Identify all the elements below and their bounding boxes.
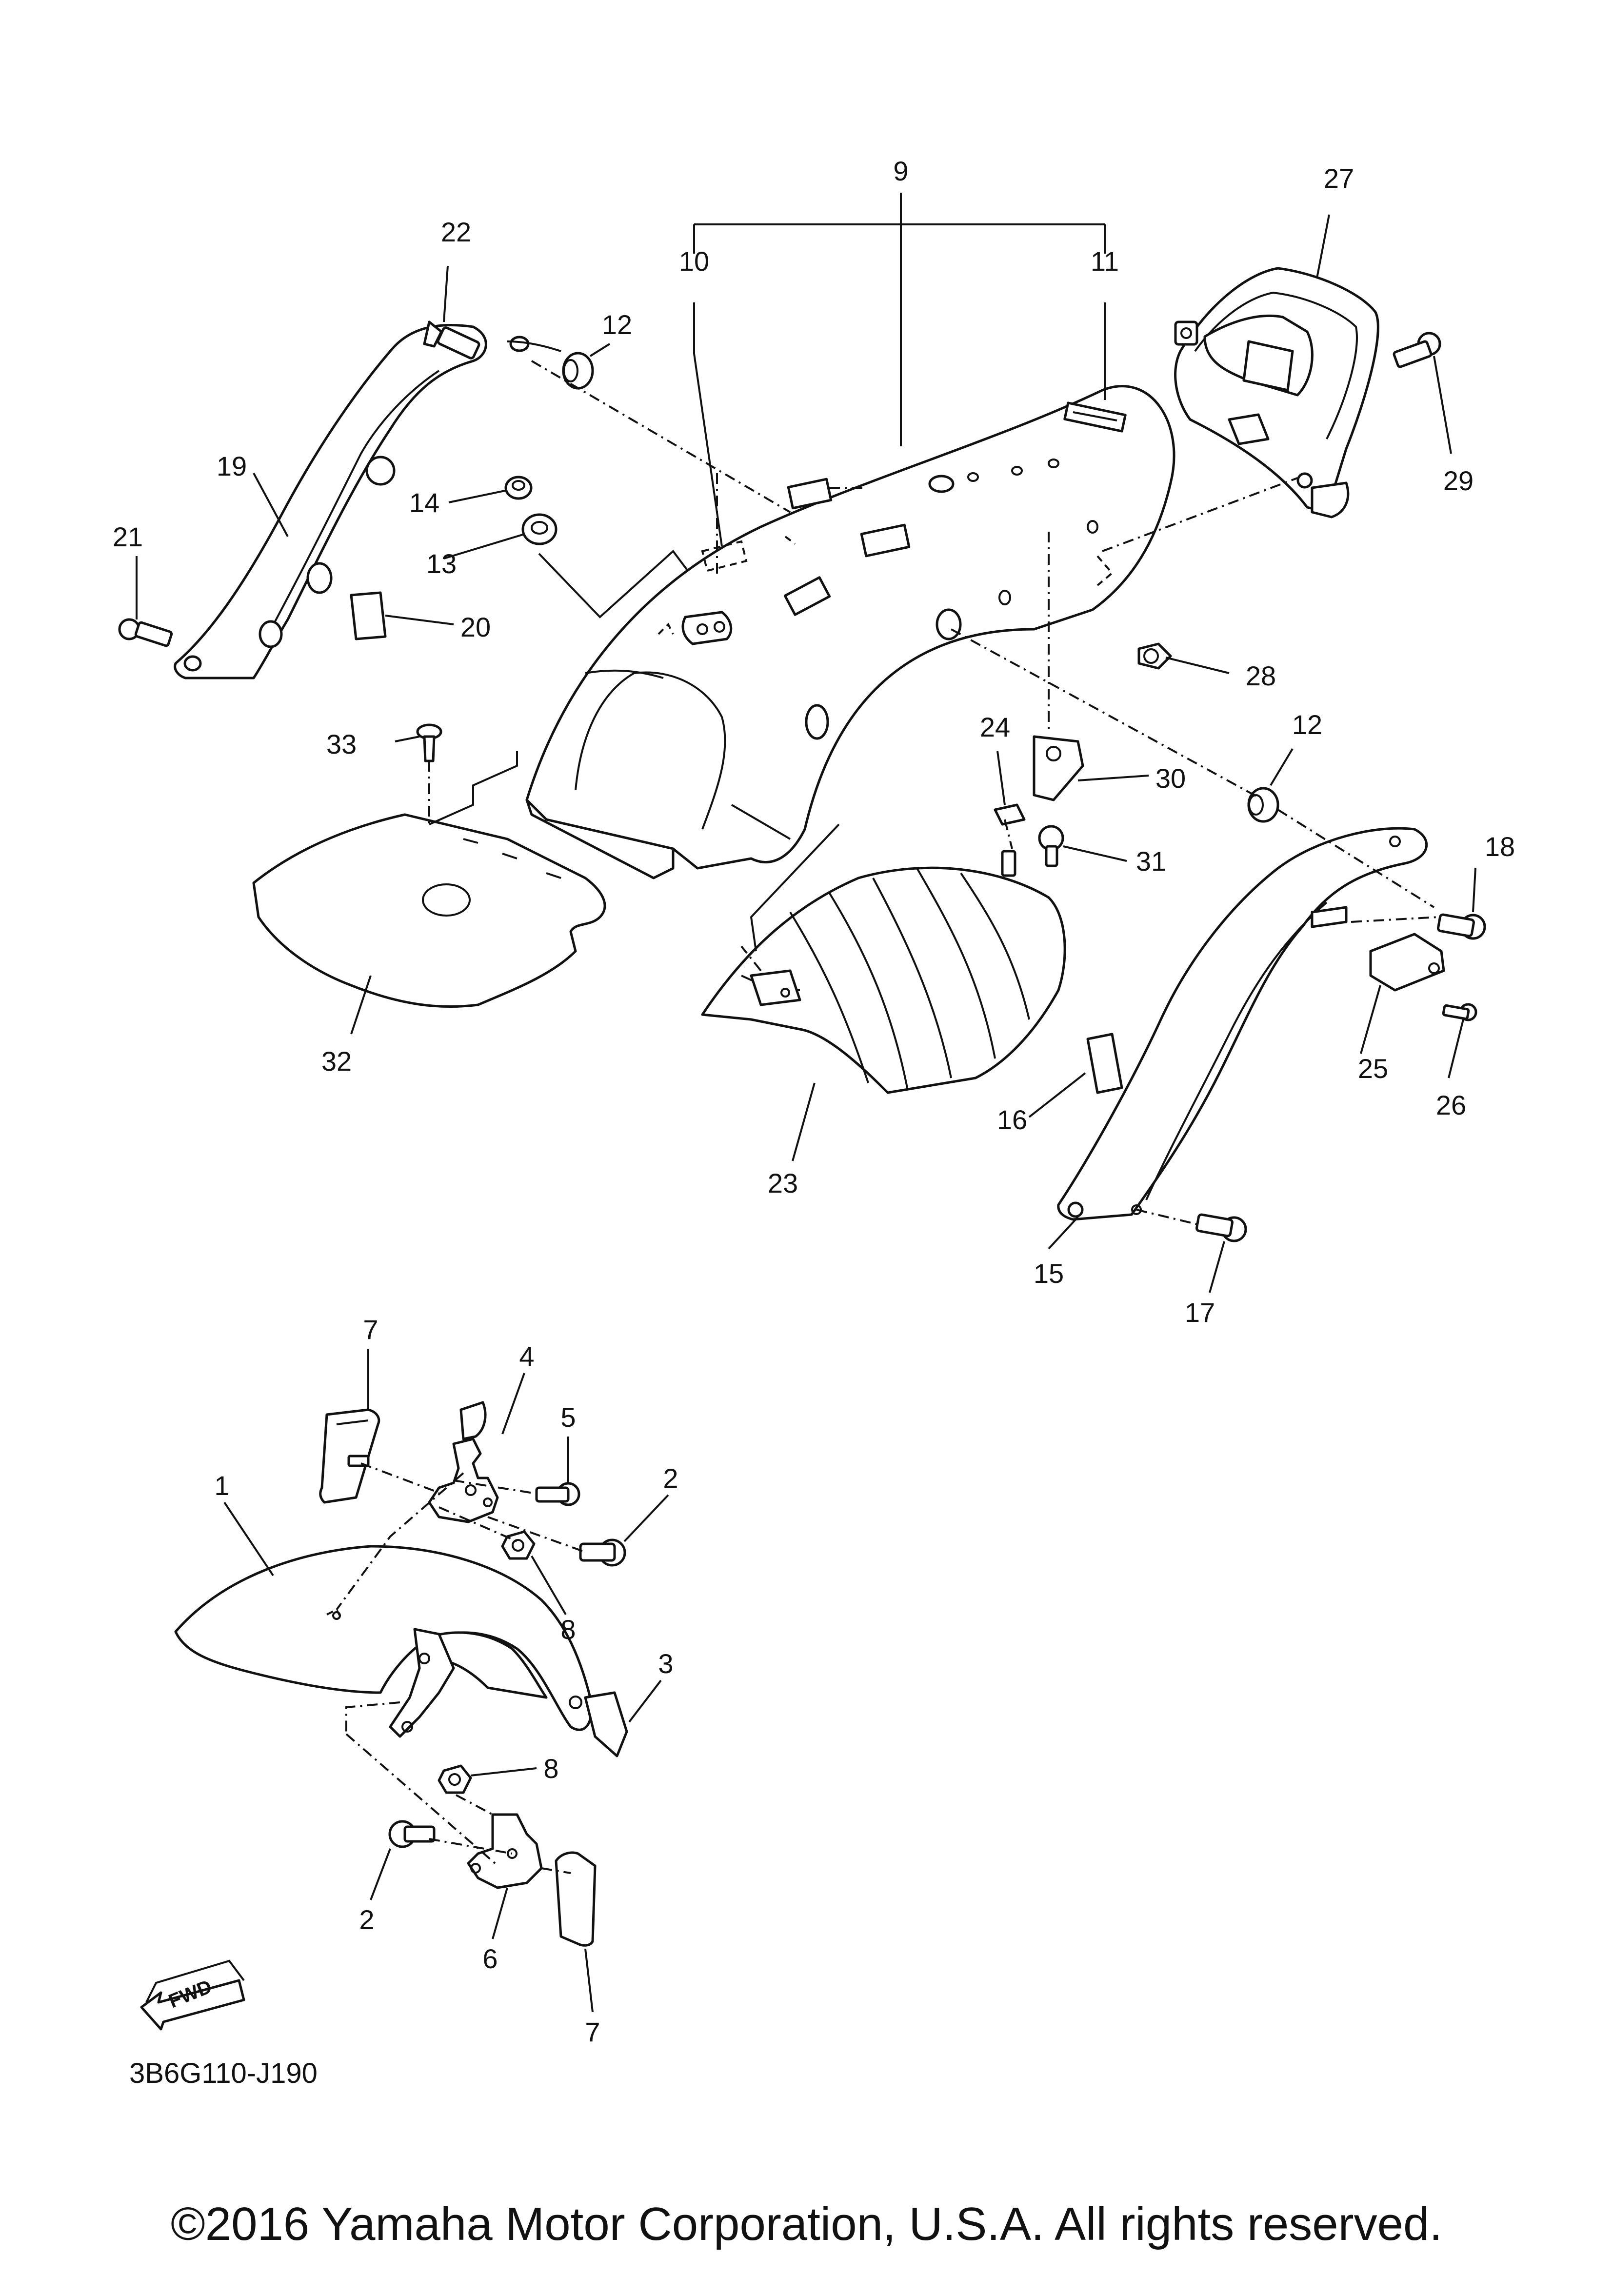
callout-28: 28	[1246, 660, 1276, 691]
callout-7b: 7	[585, 2016, 600, 2047]
callout-2b: 2	[359, 1904, 374, 1935]
callout-1: 1	[214, 1470, 229, 1501]
callout-31: 31	[1136, 846, 1166, 877]
callout-9: 9	[893, 156, 908, 186]
callout-13: 13	[426, 548, 457, 579]
callout-33: 33	[326, 729, 357, 759]
hardware-front	[319, 1408, 628, 1947]
callout-12b: 12	[1292, 709, 1322, 740]
callout-32: 32	[321, 1046, 352, 1077]
callout-7: 7	[363, 1314, 378, 1345]
callout-27: 27	[1324, 163, 1354, 194]
fwd-arrow-icon: FWD	[140, 1959, 245, 2031]
callout-16: 16	[997, 1104, 1027, 1135]
callout-2: 2	[663, 1463, 678, 1494]
rear-fender-inner-shield	[701, 866, 1066, 1094]
rear-fender	[525, 385, 1175, 879]
callout-10: 10	[679, 246, 709, 277]
rear-leaders	[136, 193, 1476, 1293]
copyright-notice: ©2016 Yamaha Motor Corporation, U.S.A. A…	[170, 2198, 1443, 2250]
front-leaders	[223, 1349, 669, 2013]
hardware-rear	[118, 320, 1486, 1242]
callout-19: 19	[217, 451, 247, 481]
callout-25: 25	[1358, 1053, 1388, 1084]
callout-24: 24	[980, 712, 1010, 742]
callout-30: 30	[1155, 763, 1186, 794]
callout-5: 5	[560, 1402, 576, 1433]
callout-22: 22	[441, 217, 471, 247]
callout-21: 21	[113, 521, 143, 552]
callout-17: 17	[1185, 1297, 1215, 1328]
callout-3: 3	[658, 1648, 673, 1679]
mud-flap	[252, 813, 606, 1008]
callout-29: 29	[1443, 465, 1474, 496]
callout-18: 18	[1485, 831, 1515, 862]
front-fender	[174, 1545, 593, 1731]
tail-light-unit	[1174, 267, 1379, 519]
callout-14: 14	[409, 487, 439, 518]
callout-11: 11	[1091, 246, 1119, 277]
diagram-code: 3B6G110-J190	[129, 2057, 318, 2089]
callout-12: 12	[602, 309, 632, 340]
callout-26: 26	[1436, 1090, 1466, 1120]
callout-23: 23	[768, 1168, 798, 1198]
callout-4: 4	[519, 1341, 534, 1372]
left-grab-rail	[174, 324, 561, 679]
callout-15: 15	[1034, 1258, 1064, 1289]
callout-8: 8	[560, 1614, 576, 1645]
callout-6: 6	[482, 1943, 498, 1974]
right-grab-rail	[1057, 827, 1428, 1221]
callouts: 9 10 11 22 12 27 29 19 14 13 21 20 28 33…	[113, 156, 1515, 2047]
callout-20: 20	[460, 612, 491, 642]
front-fender-stays	[389, 1401, 543, 1889]
callout-8b: 8	[543, 1753, 558, 1784]
